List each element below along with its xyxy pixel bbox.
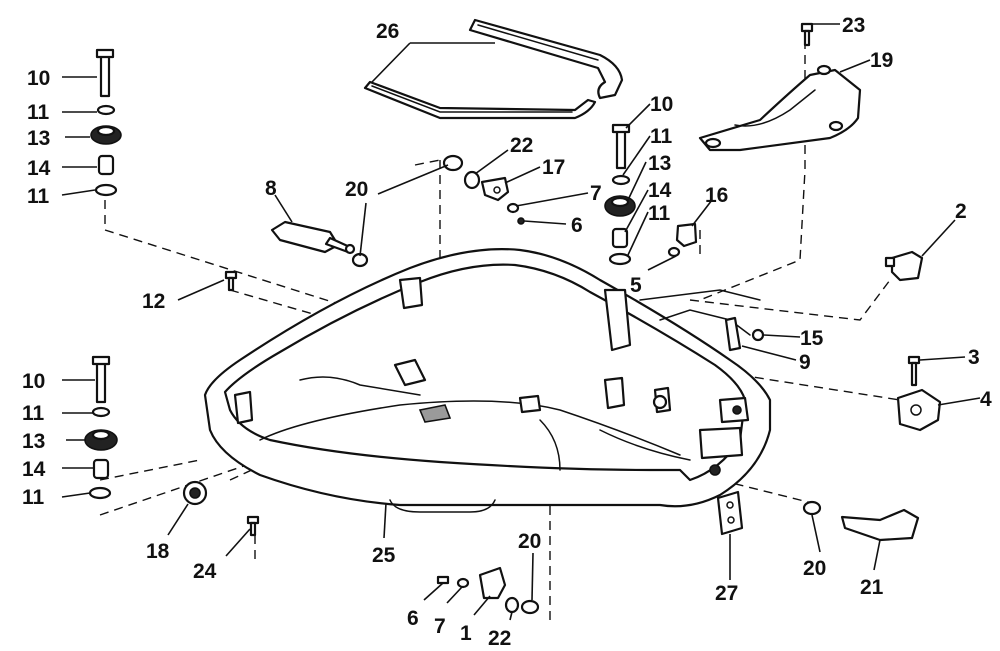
callout-17: 17 — [542, 156, 565, 179]
callout-5: 5 — [630, 274, 642, 297]
callout-20: 20 — [803, 557, 826, 580]
callout-11: 11 — [22, 486, 45, 509]
handle-8 — [270, 220, 356, 255]
grommet-18 — [182, 480, 208, 506]
callout-14: 14 — [27, 157, 51, 180]
callout-11: 11 — [22, 402, 45, 425]
callout-6: 6 — [571, 214, 583, 237]
mount-stack-bottom-left — [84, 355, 118, 500]
callout-11: 11 — [27, 185, 50, 208]
lower-motor-cover-pan — [203, 248, 772, 513]
callout-14: 14 — [648, 179, 672, 202]
clip-9-screw-15 — [724, 316, 765, 352]
callout-10: 10 — [650, 93, 673, 116]
callout-8: 8 — [265, 177, 277, 200]
valve-2 — [884, 250, 924, 282]
callout-20: 20 — [345, 178, 368, 201]
mount-stack-top-left — [90, 48, 122, 197]
callout-11: 11 — [650, 125, 673, 148]
callout-14: 14 — [22, 458, 46, 481]
callout-13: 13 — [22, 430, 45, 453]
callout-18: 18 — [146, 540, 170, 563]
screw-5 — [667, 246, 681, 258]
callout-24: 24 — [193, 560, 217, 583]
lower-parts-1-6-7-20-22 — [436, 566, 540, 615]
callout-leaders — [61, 23, 981, 621]
callout-25: 25 — [372, 544, 396, 567]
callout-11: 11 — [27, 101, 50, 124]
callout-6: 6 — [407, 607, 419, 630]
callout-16: 16 — [705, 184, 728, 207]
bolt-3-bracket-4 — [896, 355, 942, 432]
callout-23: 23 — [842, 14, 865, 37]
callout-9: 9 — [799, 351, 811, 374]
callout-1: 1 — [460, 622, 472, 645]
callout-2: 2 — [955, 200, 967, 223]
bolt-24 — [246, 515, 260, 537]
callout-19: 19 — [870, 49, 893, 72]
callout-20: 20 — [518, 530, 541, 553]
bracket-27 — [716, 490, 744, 536]
callout-22: 22 — [488, 627, 511, 650]
callout-10: 10 — [22, 370, 45, 393]
callout-7: 7 — [434, 615, 446, 638]
clip-17 — [480, 176, 510, 202]
clip-16 — [675, 222, 698, 248]
callout-26: 26 — [376, 20, 399, 43]
mount-stack-middle — [604, 123, 636, 266]
nut-20-top — [351, 154, 464, 268]
handle-21-nut-20 — [802, 500, 920, 542]
bracket-19 — [698, 22, 862, 152]
callout-10: 10 — [27, 67, 50, 90]
callout-27: 27 — [715, 582, 738, 605]
washer-22-top — [463, 170, 481, 190]
callout-4: 4 — [980, 388, 992, 411]
cover-seal-26 — [363, 18, 624, 120]
callout-labels: 10 11 13 14 11 26 23 19 10 11 13 14 11 2… — [22, 14, 992, 650]
callout-7: 7 — [590, 182, 602, 205]
bolt-12 — [224, 270, 238, 292]
callout-21: 21 — [860, 576, 884, 599]
callout-22: 22 — [510, 134, 533, 157]
washer-7-screw-6-top — [506, 202, 525, 225]
callout-3: 3 — [968, 346, 980, 369]
callout-15: 15 — [800, 327, 824, 350]
callout-11: 11 — [648, 202, 671, 225]
callout-12: 12 — [142, 290, 165, 313]
callout-13: 13 — [27, 127, 50, 150]
callout-13: 13 — [648, 152, 671, 175]
